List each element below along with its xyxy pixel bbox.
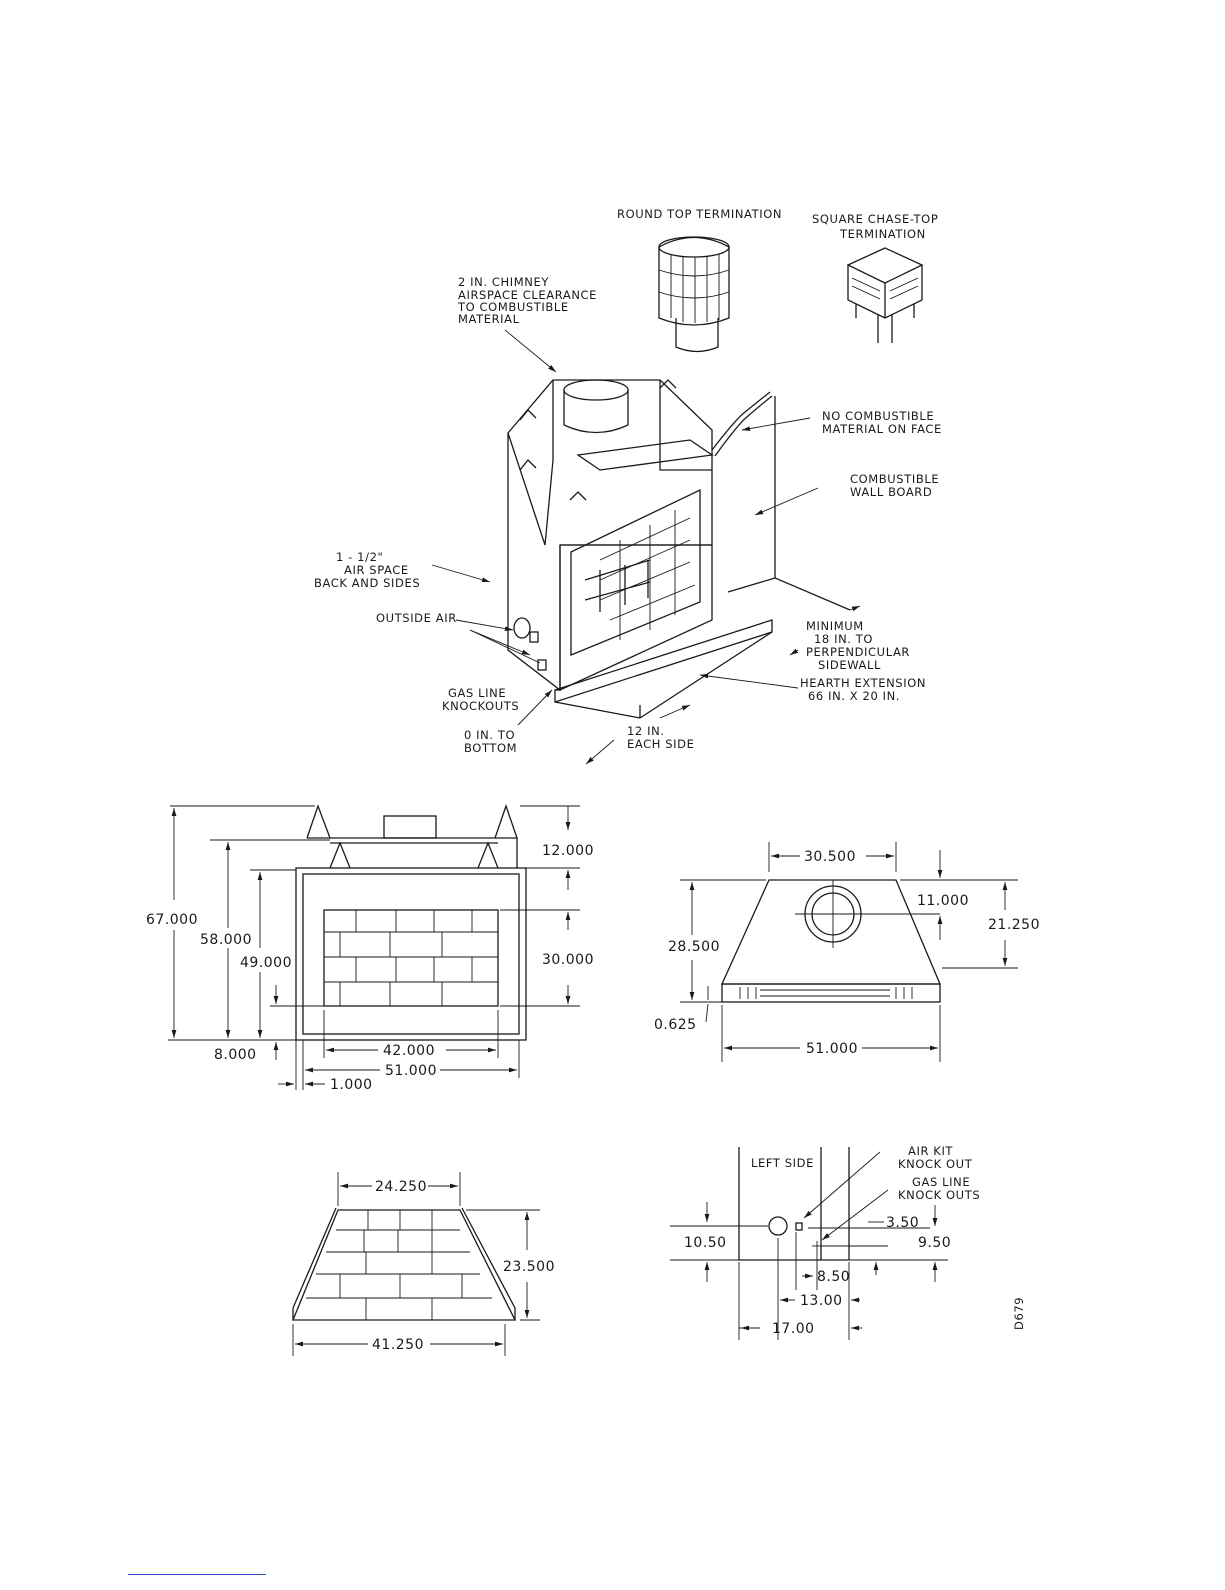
dim-3-50: 3.50	[886, 1215, 919, 1231]
dim-42: 42.000	[383, 1043, 435, 1059]
dim-1: 1.000	[330, 1077, 373, 1093]
label-combustible-wall-1: COMBUSTIBLE	[850, 472, 939, 486]
top-view: 30.500 11.000 21.250 28.500 0.625 51.000	[654, 842, 1040, 1062]
dim-24-25: 24.250	[375, 1179, 427, 1195]
label-gas-ko-2: KNOCK OUTS	[898, 1188, 980, 1202]
dim-30-5: 30.500	[804, 849, 856, 865]
dim-51-top: 51.000	[806, 1041, 858, 1057]
dim-17-00: 17.00	[772, 1321, 815, 1337]
dim-58: 58.000	[200, 932, 252, 948]
label-air-kit-1: AIR KIT	[908, 1144, 953, 1158]
dim-0-625: 0.625	[654, 1017, 697, 1033]
label-left-side: LEFT SIDE	[751, 1156, 814, 1170]
label-minimum-2: 18 IN. TO	[814, 632, 873, 646]
iso-leader-lines	[431, 329, 861, 765]
label-chimney-1: 2 IN. CHIMNEY	[458, 275, 549, 289]
dim-30: 30.000	[542, 952, 594, 968]
dim-49: 49.000	[240, 955, 292, 971]
dim-11: 11.000	[917, 893, 969, 909]
side-dim-lines	[670, 1151, 948, 1340]
dim-8-50: 8.50	[817, 1269, 850, 1285]
label-air-kit-2: KNOCK OUT	[898, 1157, 973, 1171]
dim-23-5: 23.500	[503, 1259, 555, 1275]
dim-8: 8.000	[214, 1047, 257, 1063]
label-gas-line-2: KNOCKOUTS	[442, 699, 519, 713]
firebox-view: 24.250 23.500 41.250	[292, 1172, 555, 1356]
isometric-view: ROUND TOP TERMINATION SQUARE CHASE-TOP T…	[314, 207, 942, 765]
dim-9-50: 9.50	[918, 1235, 951, 1251]
label-twelve-in-2: EACH SIDE	[627, 737, 694, 751]
dim-13-00: 13.00	[800, 1293, 843, 1309]
dim-51-front: 51.000	[385, 1063, 437, 1079]
label-minimum-4: SIDEWALL	[818, 658, 881, 672]
drawing-code: D679	[1012, 1297, 1026, 1330]
label-chimney-4: MATERIAL	[458, 312, 520, 326]
label-hearth-2: 66 IN. X 20 IN.	[808, 689, 900, 703]
dim-10-50: 10.50	[684, 1235, 727, 1251]
label-round-top-termination: ROUND TOP TERMINATION	[617, 207, 782, 221]
left-side-view: LEFT SIDE AIR KIT KNOCK OUT GAS LINE KNO…	[670, 1144, 1026, 1340]
label-gas-line-1: GAS LINE	[448, 686, 506, 700]
firebox-dim-lines	[292, 1172, 540, 1356]
label-square-chase-top: SQUARE CHASE-TOP	[812, 212, 938, 226]
label-twelve-in-1: 12 IN.	[627, 724, 665, 738]
label-gas-ko-1: GAS LINE	[912, 1175, 970, 1189]
label-no-combustible-2: MATERIAL ON FACE	[822, 422, 942, 436]
round-top-termination	[658, 236, 730, 353]
fireplace-unit	[507, 379, 851, 719]
dim-41-25: 41.250	[372, 1337, 424, 1353]
top-dim-lines	[680, 842, 1018, 1062]
dim-12: 12.000	[542, 843, 594, 859]
label-minimum-1: MINIMUM	[806, 619, 864, 633]
label-air-space-2: AIR SPACE	[344, 563, 409, 577]
footer-link-underline[interactable]	[128, 1574, 266, 1575]
square-chase-top-termination	[846, 247, 924, 343]
front-view: 67.000 58.000 49.000 12.000 30.000 8.000…	[146, 804, 594, 1093]
label-combustible-wall-2: WALL BOARD	[850, 485, 932, 499]
label-air-space-3: BACK AND SIDES	[314, 576, 420, 590]
label-outside-air: OUTSIDE AIR	[376, 611, 457, 625]
dim-21-25: 21.250	[988, 917, 1040, 933]
front-dim-lines	[168, 805, 580, 1090]
label-hearth-1: HEARTH EXTENSION	[800, 676, 926, 690]
dim-28-5: 28.500	[668, 939, 720, 955]
dim-67: 67.000	[146, 912, 198, 928]
label-zero-in-2: BOTTOM	[464, 741, 517, 755]
label-chimney-2: AIRSPACE CLEARANCE	[458, 288, 597, 302]
label-zero-in-1: 0 IN. TO	[464, 728, 515, 742]
label-no-combustible-1: NO COMBUSTIBLE	[822, 409, 934, 423]
label-air-space-1: 1 - 1/2"	[336, 550, 383, 564]
label-chimney-3: TO COMBUSTIBLE	[457, 300, 569, 314]
label-square-termination: TERMINATION	[839, 227, 926, 241]
label-minimum-3: PERPENDICULAR	[806, 645, 910, 659]
